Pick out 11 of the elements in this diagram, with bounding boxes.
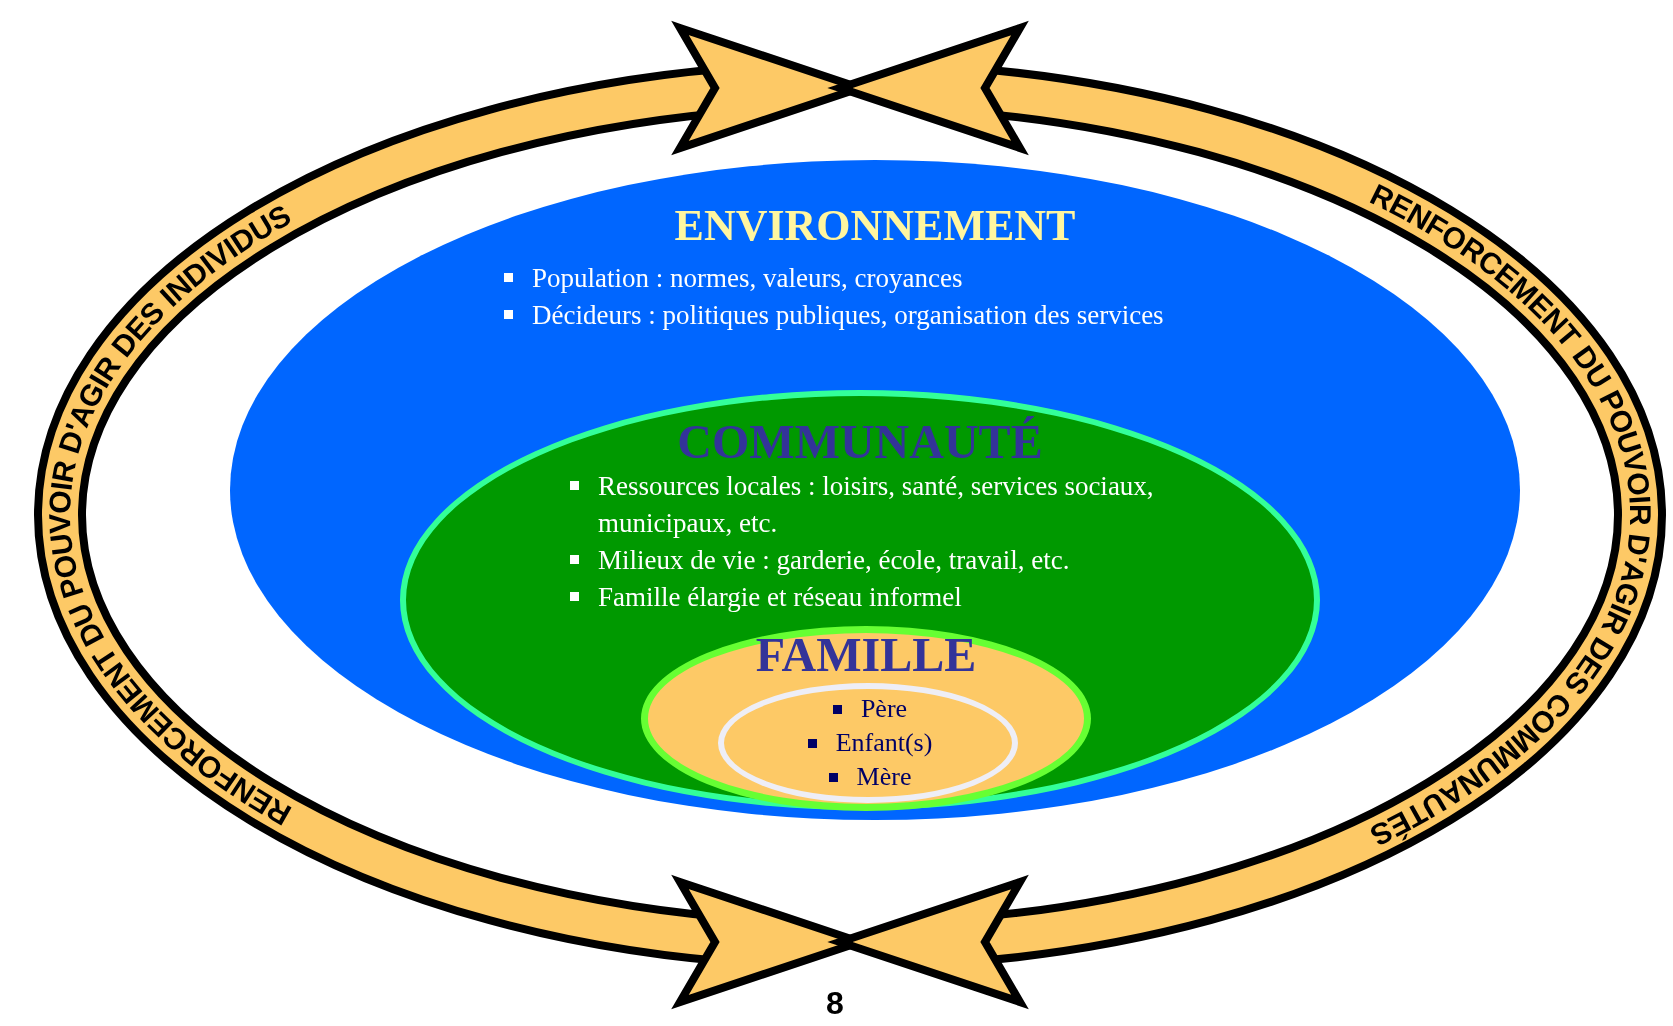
page-number: 8 [826, 985, 844, 1022]
bullet-item: Décideurs : politiques publiques, organisation des services [500, 297, 1164, 334]
section-heading: COMMUNAUTÉ [676, 414, 1044, 469]
bullet-item: Milieux de vie : garderie, école, travail, etc. [566, 542, 1266, 579]
bullet-item: Père [828, 692, 908, 726]
bullet-item: Mère [824, 760, 912, 794]
section-heading: FAMILLE [754, 627, 978, 682]
bullet-item: Population : normes, valeurs, croyances [500, 260, 1164, 297]
bullet-item: Ressources locales : loisirs, santé, services sociaux, municipaux, etc. [566, 468, 1266, 542]
bullet-item: Famille élargie et réseau informel [566, 579, 1266, 616]
bullet-item: Enfant(s) [803, 726, 933, 760]
